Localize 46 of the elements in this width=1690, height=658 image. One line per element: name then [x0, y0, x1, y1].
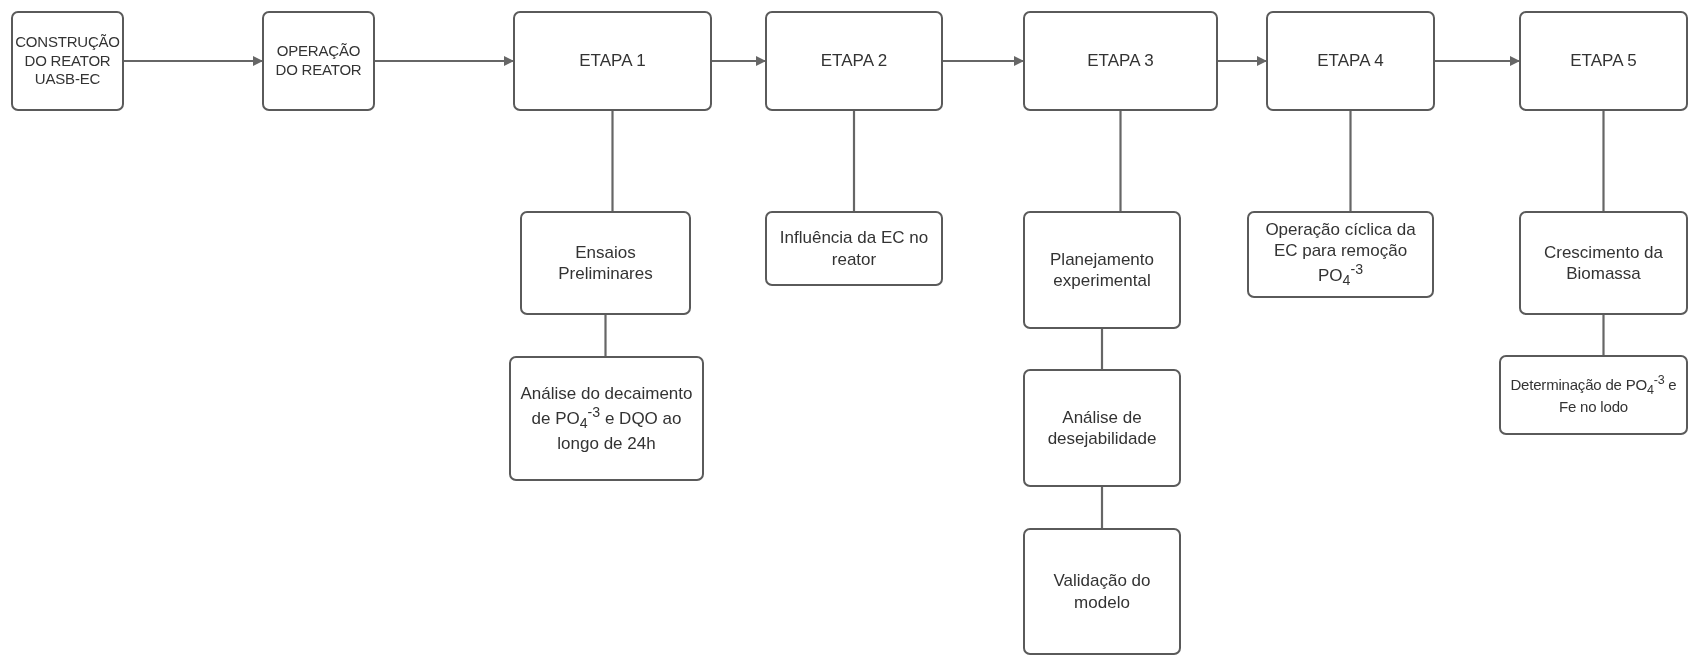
arrow — [943, 56, 1024, 66]
connector-line — [1100, 329, 1104, 369]
box-text: OPERAÇÃO DO REATOR — [274, 42, 363, 80]
arrow — [1218, 56, 1267, 66]
box-text: ETAPA 2 — [820, 50, 888, 72]
process-box — [11, 11, 124, 111]
process-box — [765, 11, 943, 111]
connector-line — [1602, 111, 1605, 211]
arrow — [124, 56, 263, 66]
process-box — [765, 211, 943, 286]
process-box — [1266, 11, 1435, 111]
arrow — [375, 56, 514, 66]
process-box — [1499, 355, 1688, 435]
box-text: Influência da EC no reator — [778, 227, 930, 270]
connector-line — [1602, 315, 1605, 355]
box-text: ETAPA 4 — [1317, 50, 1384, 72]
box-text: Determinação de PO$_{4}$$^{-3}$ e Fe no lodo — [1509, 372, 1678, 418]
box-text: Planejamento experimental — [1049, 248, 1155, 292]
process-box — [1247, 211, 1434, 298]
box-text: Análise de desejabilidade — [1046, 406, 1158, 450]
box-text: Ensaios Preliminares — [557, 241, 654, 285]
connector-line — [1119, 111, 1122, 211]
box-text: ETAPA 1 — [579, 50, 646, 72]
process-box — [1023, 11, 1218, 111]
connector-line — [604, 315, 607, 356]
arrow — [1435, 56, 1520, 66]
process-box — [1023, 369, 1181, 487]
box-text: CONSTRUÇÃO DO REATOR UASB-EC — [15, 32, 120, 90]
connector-line — [611, 111, 614, 211]
process-box — [509, 356, 704, 481]
box-text: Validação do modelo — [1052, 570, 1152, 613]
process-box — [1023, 528, 1181, 655]
process-box — [1519, 11, 1688, 111]
connector-line — [1100, 487, 1104, 528]
box-text: ETAPA 5 — [1570, 50, 1637, 72]
process-box — [520, 211, 691, 315]
box-text: Análise do decaimento de PO$_{4}$$^{-3}$ e DQO ao longo de 24h — [519, 382, 694, 455]
process-box — [1023, 211, 1181, 329]
box-text: Crescimento da Biomassa — [1542, 241, 1665, 285]
connector-line — [852, 111, 856, 211]
connector-line — [1349, 111, 1352, 211]
process-box — [1519, 211, 1688, 315]
process-box — [262, 11, 375, 111]
box-text: ETAPA 3 — [1087, 50, 1154, 72]
arrow — [712, 56, 766, 66]
process-box — [513, 11, 712, 111]
